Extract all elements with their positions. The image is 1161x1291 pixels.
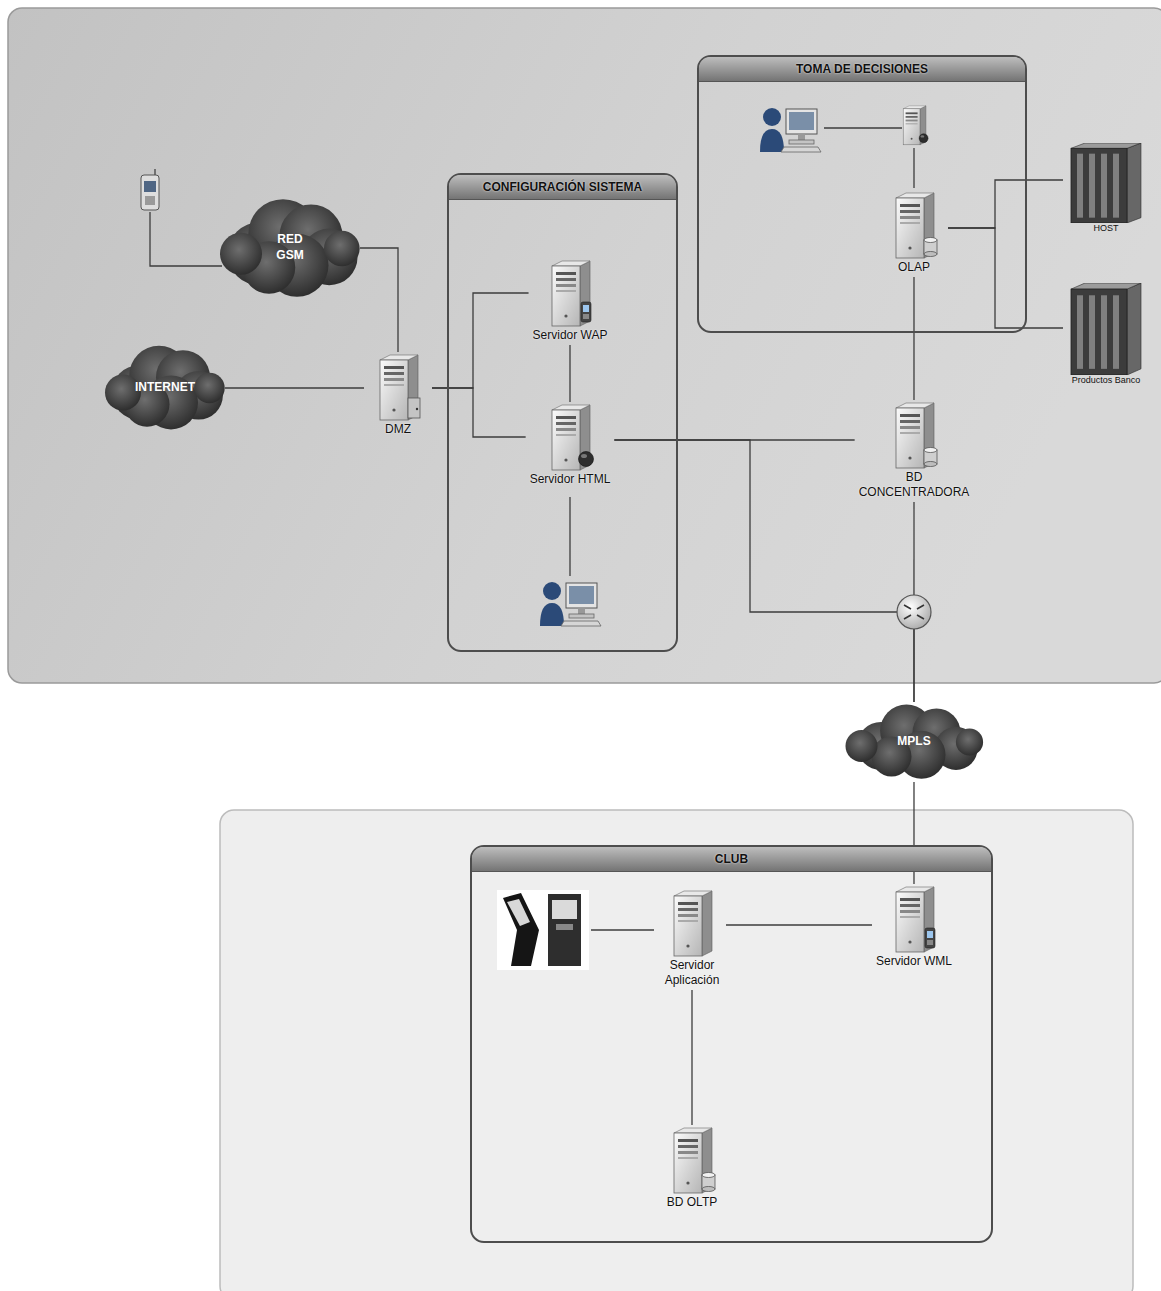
server-label: Servidor WML — [876, 954, 952, 969]
server-node: BD OLTP — [658, 1125, 726, 1212]
network-cloud: RED GSM — [220, 196, 360, 301]
mainframe-label: Productos Banco — [1067, 375, 1145, 386]
server-icon — [884, 400, 944, 470]
network-cloud: INTERNET — [105, 343, 225, 433]
network-link — [913, 277, 914, 400]
mainframe-icon — [1067, 143, 1145, 223]
config-user — [540, 582, 601, 626]
server-label: DMZ — [368, 422, 428, 437]
mainframe-node: HOST — [1063, 143, 1149, 236]
server-label: OLAP — [884, 260, 944, 275]
server-node: Servidor Aplicación — [658, 888, 726, 990]
cloud-label: RED GSM — [276, 232, 303, 263]
server-icon — [662, 1125, 722, 1195]
server-node: OLAP — [880, 190, 948, 277]
network-link — [948, 228, 1063, 328]
config-user-wire — [569, 497, 570, 576]
user-wire — [824, 127, 902, 128]
decision-user — [760, 108, 821, 152]
server-wire — [913, 148, 914, 188]
server-icon — [884, 884, 944, 954]
server-label: Servidor WAP — [533, 328, 608, 343]
phone-wire — [150, 212, 222, 266]
main-panel — [8, 8, 1161, 683]
cloud-label: INTERNET — [135, 380, 195, 396]
group-heading: CLUB — [715, 852, 748, 866]
server-node: DMZ — [364, 352, 432, 439]
group-banner: CONFIGURACIÓN SISTEMA — [449, 175, 676, 200]
network-link — [948, 180, 1063, 228]
server-icon — [884, 190, 944, 260]
decision-server — [903, 106, 928, 145]
mainframe-label: HOST — [1067, 223, 1145, 234]
server-icon — [540, 402, 600, 472]
mainframe-icon — [1067, 283, 1145, 375]
cloud-label: MPLS — [897, 734, 930, 750]
server-node: Servidor WML — [872, 884, 956, 971]
server-icon — [662, 888, 722, 958]
group-heading: TOMA DE DECISIONES — [796, 62, 928, 76]
group-box: Servidor Aplicación Servidor WML BD OLTP CL… — [470, 845, 993, 1243]
network-link — [726, 924, 872, 925]
group-heading: CONFIGURACIÓN SISTEMA — [483, 180, 642, 194]
server-icon — [540, 258, 600, 328]
network-link — [569, 345, 570, 402]
group-box: Servidor WAP Servidor HTML CONFIGURACIÓN S… — [447, 173, 678, 652]
server-node: Servidor HTML — [526, 402, 615, 489]
server-label: BD OLTP — [662, 1195, 722, 1210]
network-link — [614, 440, 914, 702]
mainframe-node: Productos Banco — [1063, 283, 1149, 388]
server-icon — [368, 352, 428, 422]
server-label: Servidor HTML — [530, 472, 611, 487]
network-link — [360, 248, 398, 352]
group-box: OLAP TOMA DE DECISIONES — [697, 55, 1027, 333]
server-node: BD CONCENTRADORA — [855, 400, 974, 502]
club-panel — [220, 810, 1133, 1291]
mobile-phone — [141, 169, 159, 210]
group-banner: TOMA DE DECISIONES — [699, 57, 1025, 82]
server-label: BD CONCENTRADORA — [859, 470, 970, 500]
router — [897, 595, 931, 629]
group-banner: CLUB — [472, 847, 991, 872]
kiosks — [497, 890, 589, 970]
server-node: Servidor WAP — [529, 258, 612, 345]
server-label: Servidor Aplicación — [665, 958, 720, 988]
kiosk-wire — [591, 929, 654, 930]
network-link — [225, 387, 364, 388]
network-cloud: MPLS — [839, 702, 989, 782]
network-link — [691, 990, 692, 1125]
